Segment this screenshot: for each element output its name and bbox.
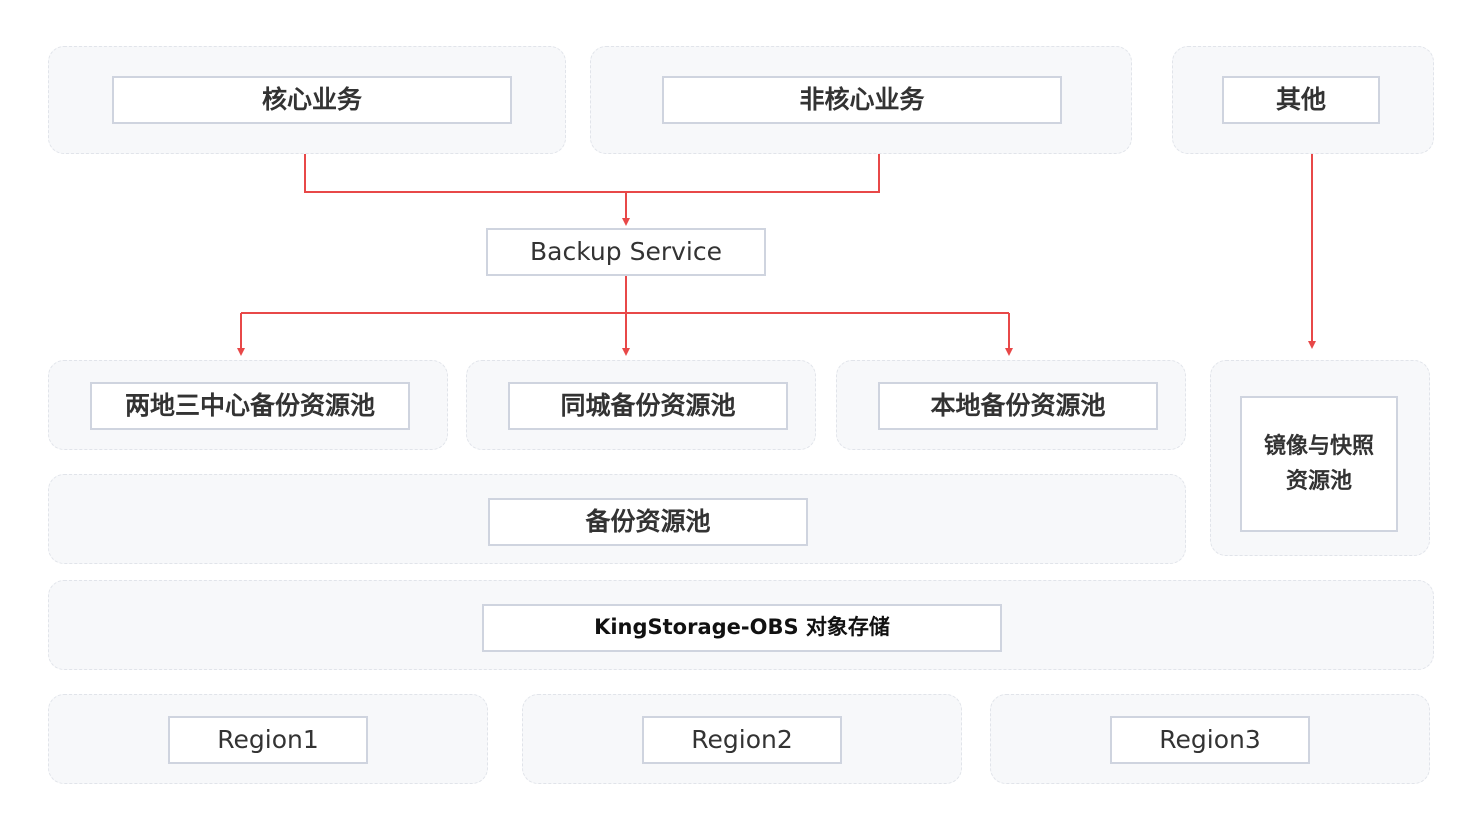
backup-pool-box: 备份资源池 [488, 498, 808, 546]
two-sites-three-centers-pool-box: 两地三中心备份资源池 [90, 382, 410, 430]
noncore-business-box: 非核心业务 [662, 76, 1062, 124]
same-city-pool-box: 同城备份资源池 [508, 382, 788, 430]
backup-service-box: Backup Service [486, 228, 766, 276]
core-business-box: 核心业务 [112, 76, 512, 124]
kingstorage-obs-box: KingStorage-OBS 对象存储 [482, 604, 1002, 652]
noncore-to-service-connector [626, 154, 880, 193]
core-to-service-connector [304, 154, 626, 193]
backup-pool-panel [48, 474, 1186, 564]
local-pool-box: 本地备份资源池 [878, 382, 1158, 430]
other-box: 其他 [1222, 76, 1380, 124]
region2-box: Region2 [642, 716, 842, 764]
region1-box: Region1 [168, 716, 368, 764]
region3-box: Region3 [1110, 716, 1310, 764]
image-snapshot-pool-box: 镜像与快照 资源池 [1240, 396, 1398, 532]
